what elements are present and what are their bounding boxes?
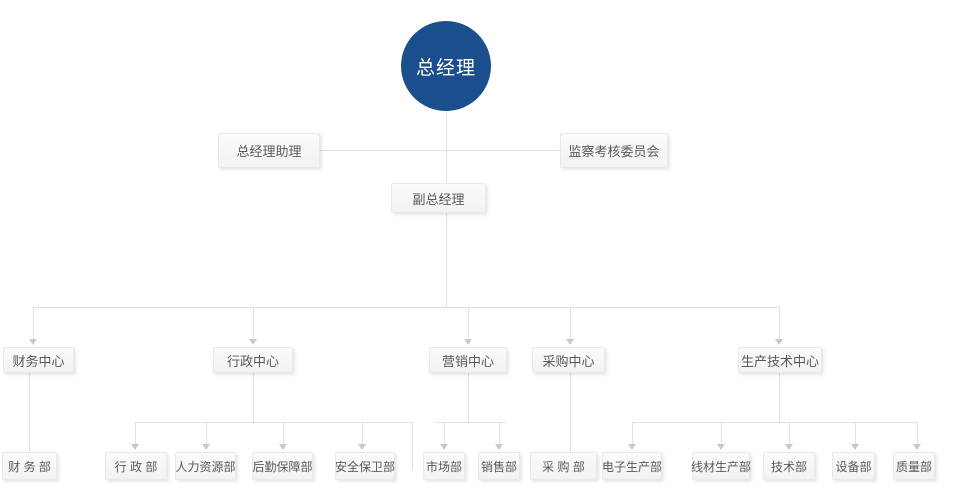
connector-marketing-down — [468, 373, 469, 422]
dept-node-sales: 销售部 — [478, 452, 520, 480]
arrow-down-icon — [464, 339, 472, 345]
connector-drop-logistics-dept — [283, 422, 284, 444]
arrow-down-icon — [131, 444, 139, 450]
connector-drop-hr-dept — [206, 422, 207, 444]
connector-admin-end — [412, 422, 413, 470]
arrow-down-icon — [717, 444, 725, 450]
connector-drop-marketing-center — [468, 307, 469, 339]
connector-purchasing-to-dept — [570, 373, 571, 452]
connector-drop-electronics-dept — [632, 422, 633, 444]
dept-node-wire: 线材生产部 — [691, 452, 751, 480]
committee-node: 监察考核委员会 — [560, 133, 668, 168]
connector-marketing-horizontal — [436, 422, 506, 423]
connector-assistants — [320, 150, 560, 151]
connector-drop-market-dept — [444, 422, 445, 444]
connector-main-horizontal — [33, 307, 780, 308]
ceo-node: 总经理 — [401, 21, 491, 111]
connector-drop-purchasing-center — [570, 307, 571, 339]
dept-node-admin: 行 政 部 — [105, 452, 167, 480]
dept-node-logistics: 后勤保障部 — [252, 452, 313, 480]
arrow-down-icon — [440, 444, 448, 450]
arrow-down-icon — [249, 339, 257, 345]
center-node-finance: 财务中心 — [3, 347, 74, 373]
arrow-down-icon — [279, 444, 287, 450]
dept-node-market: 市场部 — [423, 452, 465, 480]
connector-drop-tech-dept — [789, 422, 790, 444]
connector-production-horizontal — [632, 422, 918, 423]
dept-node-security: 安全保卫部 — [335, 452, 395, 480]
dept-node-quality: 质量部 — [893, 452, 935, 480]
connector-drop-security-dept — [362, 422, 363, 444]
connector-drop-wire-dept — [721, 422, 722, 444]
arrow-down-icon — [495, 444, 503, 450]
arrow-down-icon — [566, 339, 574, 345]
dept-node-hr: 人力资源部 — [175, 452, 236, 480]
connector-admin-down — [253, 373, 254, 422]
dept-node-finance: 财 务 部 — [2, 452, 57, 480]
arrow-down-icon — [29, 339, 37, 345]
dept-node-electronics: 电子生产部 — [602, 452, 662, 480]
connector-drop-equipment-dept — [855, 422, 856, 444]
dept-node-equipment: 设备部 — [832, 452, 875, 480]
arrow-down-icon — [628, 444, 636, 450]
arrow-down-icon — [358, 444, 366, 450]
connector-drop-sales-dept — [499, 422, 500, 444]
center-node-purchasing: 采购中心 — [532, 347, 605, 373]
assistant-node: 总经理助理 — [218, 133, 320, 168]
connector-drop-quality-dept — [917, 422, 918, 444]
dept-node-purchase: 采 购 部 — [530, 452, 597, 480]
connector-drop-production-center — [779, 307, 780, 339]
arrow-down-icon — [913, 444, 921, 450]
connector-drop-admin-center — [253, 307, 254, 339]
arrow-down-icon — [785, 444, 793, 450]
arrow-down-icon — [202, 444, 210, 450]
connector-production-down — [779, 373, 780, 422]
center-node-production: 生产技术中心 — [738, 347, 822, 373]
arrow-down-icon — [775, 339, 783, 345]
connector-drop-admin-dept — [135, 422, 136, 444]
arrow-down-icon — [851, 444, 859, 450]
connector-finance-to-dept — [29, 373, 30, 452]
dept-node-tech: 技术部 — [763, 452, 815, 480]
center-node-admin: 行政中心 — [213, 347, 293, 373]
connector-admin-horizontal — [135, 422, 413, 423]
connector-drop-finance-center — [33, 307, 34, 339]
center-node-marketing: 营销中心 — [429, 347, 507, 373]
deputy-node: 副总经理 — [391, 183, 486, 213]
